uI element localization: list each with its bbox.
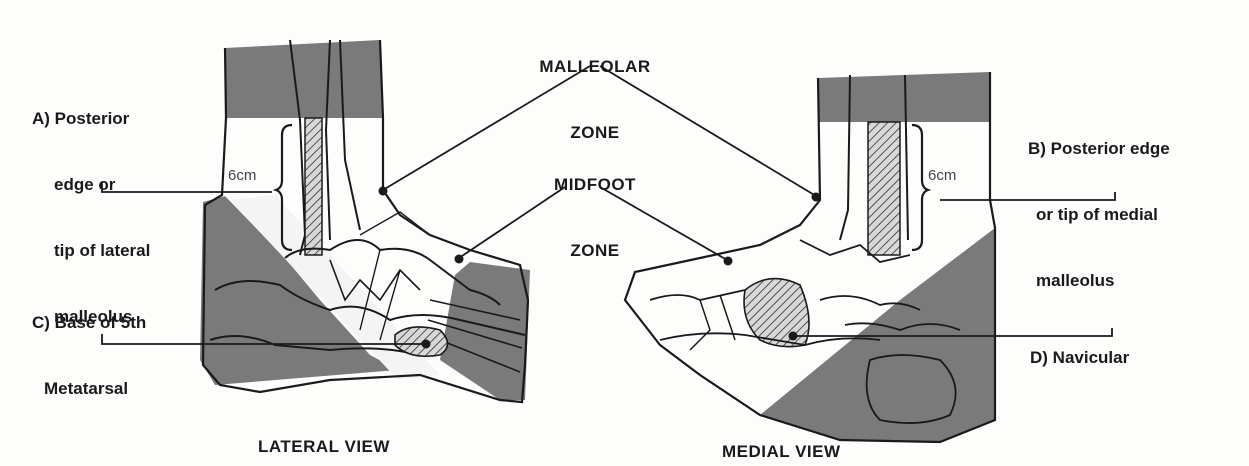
dot-malleolar-medial (812, 193, 821, 202)
dot-midfoot-lateral (455, 255, 464, 264)
label-a-line3: tip of lateral (32, 240, 150, 262)
label-c-5th-metatarsal: C) Base of 5th Metatarsal (32, 268, 146, 444)
dot-5th-metatarsal (422, 340, 431, 349)
label-d-navicular: D) Navicular (1030, 303, 1129, 413)
malleolar-zone-line1: MALLEOLAR (500, 56, 690, 78)
dot-navicular (789, 332, 798, 341)
dot-midfoot-medial (724, 257, 733, 266)
label-c-line2: Metatarsal (32, 378, 146, 400)
medial-view-caption: MEDIAL VIEW (722, 441, 841, 463)
label-b-medial-malleolus: B) Posterior edge or tip of medial malle… (1028, 94, 1170, 336)
midfoot-zone-line1: MIDFOOT (500, 174, 690, 196)
lateral-fibula-hatched (305, 118, 322, 255)
medial-tibia-hatched (868, 122, 900, 255)
label-b-line1: B) Posterior edge (1028, 138, 1170, 160)
lateral-shaded-shin (225, 40, 383, 118)
label-b-line3: malleolus (1028, 270, 1170, 292)
label-a-line2: edge or (32, 174, 150, 196)
medial-6cm-bracket (912, 125, 928, 250)
midfoot-zone-label: MIDFOOT ZONE (500, 130, 690, 306)
medial-shaded-shin (818, 72, 990, 122)
label-b-line2: or tip of medial (1028, 204, 1170, 226)
lateral-foot-drawing (200, 40, 530, 402)
lateral-view-caption: LATERAL VIEW (258, 436, 390, 458)
medial-6cm-label: 6cm (928, 165, 956, 187)
midfoot-zone-line2: ZONE (500, 240, 690, 262)
lateral-6cm-label: 6cm (228, 165, 256, 187)
dot-malleolar-lateral (379, 187, 388, 196)
label-d-line1: D) Navicular (1030, 347, 1129, 369)
label-a-line1: A) Posterior (32, 108, 150, 130)
lateral-5th-metatarsal-base (395, 327, 448, 356)
label-c-line1: C) Base of 5th (32, 312, 146, 334)
